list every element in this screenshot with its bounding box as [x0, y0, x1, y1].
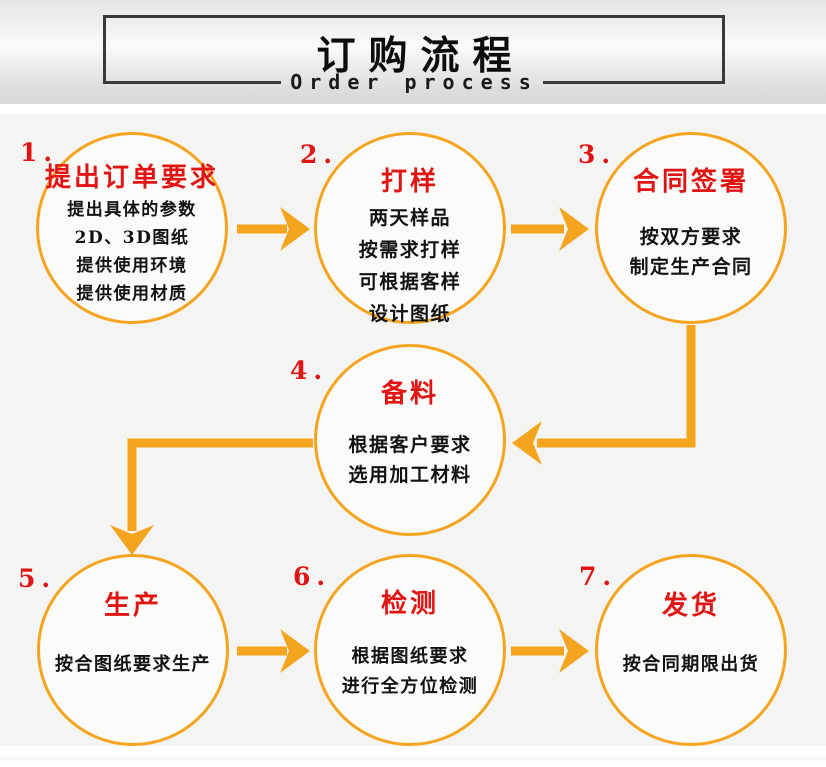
step-7-detail: 按合同期限出货 [622, 654, 760, 675]
step-circle-4: 备料 根据客户要求 选用加工材料 [314, 344, 506, 536]
step-4-detail: 选用加工材料 [348, 464, 472, 486]
step-circle-3: 合同签署 按双方要求 制定生产合同 [595, 132, 787, 324]
title-box-border-left-segment [103, 81, 281, 84]
header-divider [0, 104, 826, 114]
step-4-detail: 根据客户要求 [348, 434, 472, 456]
step-2-detail: 按需求打样 [358, 239, 462, 261]
arrow-step3-to-step4 [512, 325, 696, 465]
arrow-step6-to-step7 [511, 629, 589, 673]
title-box-border-right-segment [543, 81, 725, 84]
step-number-7: 7. [579, 562, 618, 591]
step-1-detail: 提供使用材质 [76, 284, 188, 304]
step-number-4: 4. [290, 356, 329, 385]
step-circle-2: 打样 两天样品 按需求打样 可根据客样 设计图纸 [314, 132, 506, 325]
step-7-title: 发货 [661, 591, 720, 621]
step-6-title: 检测 [380, 589, 439, 619]
step-number-6: 6. [293, 562, 332, 591]
step-2-detail: 设计图纸 [368, 303, 451, 325]
step-number-2: 2. [300, 140, 339, 169]
step-number-3: 3. [578, 140, 617, 169]
step-1-detail: 2D、3D图纸 [74, 228, 190, 248]
step-4-title: 备料 [380, 379, 439, 409]
step-5-title: 生产 [103, 591, 162, 621]
step-1-title: 提出订单要求 [44, 163, 219, 193]
step-6-detail: 进行全方位检测 [341, 676, 479, 697]
step-3-detail: 制定生产合同 [629, 256, 753, 278]
step-2-detail: 两天样品 [368, 207, 451, 229]
arrow-step5-to-step6 [237, 629, 310, 673]
step-circle-5: 生产 按合图纸要求生产 [37, 554, 229, 746]
step-3-title: 合同签署 [632, 167, 749, 197]
bottom-shadow-bar [0, 753, 826, 764]
arrow-step2-to-step3 [511, 207, 589, 251]
arrow-step4-to-step5 [110, 438, 313, 555]
page-title: 订购流程 [316, 33, 525, 79]
step-1-detail: 提供使用环境 [76, 256, 188, 276]
step-2-detail: 可根据客样 [358, 271, 462, 293]
step-number-1: 1. [20, 138, 59, 167]
step-3-detail: 按双方要求 [639, 226, 743, 248]
step-circle-7: 发货 按合同期限出货 [595, 554, 787, 746]
step-6-detail: 根据图纸要求 [351, 646, 469, 667]
step-2-title: 打样 [380, 167, 439, 197]
step-circle-1: 提出订单要求 提出具体的参数 2D、3D图纸 提供使用环境 提供使用材质 [36, 132, 228, 324]
step-1-detail: 提出具体的参数 [67, 200, 197, 220]
page-subtitle: Order process [290, 70, 538, 94]
step-5-detail: 按合图纸要求生产 [55, 654, 211, 675]
step-circle-6: 检测 根据图纸要求 进行全方位检测 [314, 554, 506, 746]
title-box: 订购流程 Order process [103, 15, 725, 94]
arrow-step1-to-step2 [237, 207, 310, 251]
step-number-5: 5. [18, 564, 57, 593]
